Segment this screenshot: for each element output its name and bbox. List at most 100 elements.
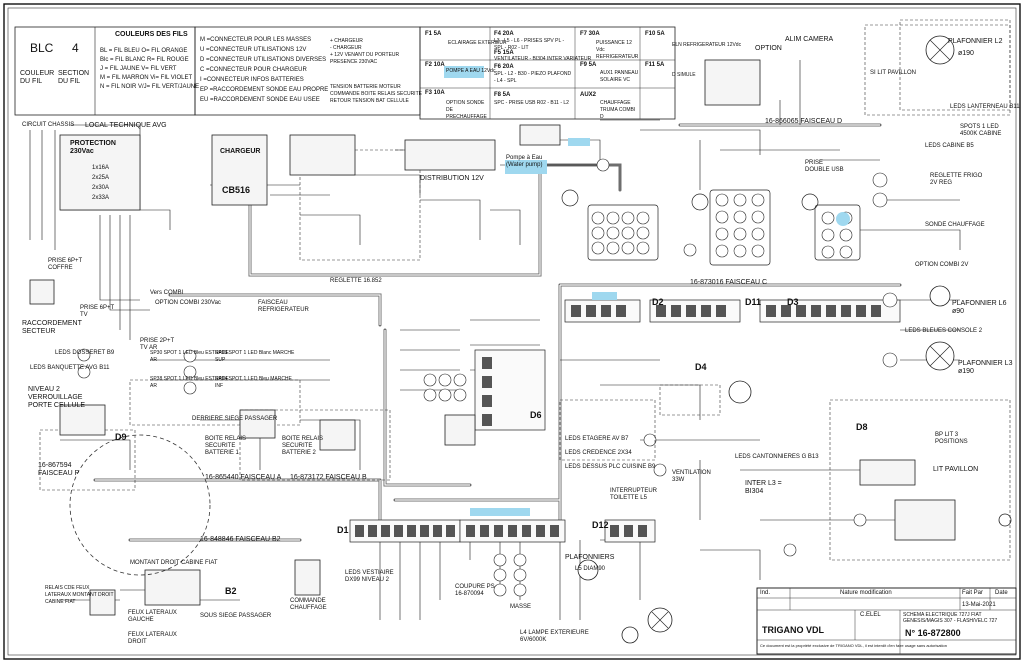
d6-label: D6: [530, 410, 542, 420]
faisceau-d-label: 16-866065 FAISCEAU D: [765, 118, 843, 125]
raccordement-label: RACCORDEMENT SECTEUR: [22, 320, 82, 335]
legend-connector-row: EP =RACCORDEMENT SONDE EAU PROPRE: [200, 87, 329, 93]
spots-leds-label: SPOTS 1 LED 4500K CABINE: [960, 124, 1002, 137]
highlight-blc-wire: [568, 138, 590, 146]
plafonnier-l3-label: PLAFONNIER L3 ø190: [958, 360, 1013, 375]
distribution-label: DISTRIBUTION 12V: [420, 175, 484, 182]
sous-siege-label: SOUS SIEGE PASSAGER: [200, 613, 272, 619]
fuse-label: AUX1 PANNEAU SOLAIRE VC: [600, 70, 639, 83]
legend-colour-row: Blc = FIL BLANC R= FIL ROUGE: [100, 57, 189, 63]
highlight-bl-wires: [592, 292, 617, 300]
title-code: C.ELEL: [860, 612, 881, 618]
d4-label: D4: [695, 362, 707, 372]
leds-cabine-label: LEDS CABINE B5: [925, 143, 974, 149]
fuse-id: F9 5A: [580, 62, 597, 68]
leds-banquette-label: LEDS BANQUETTE AVG B11: [30, 365, 110, 371]
legend-connector-row: M =CONNECTEUR POUR LES MASSES: [200, 37, 312, 43]
sonde-chauffage-label: SONDE CHAUFFAGE: [925, 222, 985, 228]
faisceau-b2-label: 16-848846 FAISCEAU B2: [200, 536, 281, 543]
boite-relais-2-label: BOITE RELAIS SECURITE BATTERIE 2: [282, 436, 324, 456]
legend-key-section: 4: [72, 41, 79, 55]
title-date: 13-Mai-2021: [962, 602, 996, 608]
si-lit-pavillon-label: SI LIT PAVILLON: [870, 70, 917, 76]
breaker-rating: 2x33A: [92, 195, 110, 201]
commande-chauffage-label: COMMANDE CHAUFFAGE: [290, 598, 327, 611]
legend-key-colour-caption: COULEUR DU FIL: [20, 70, 55, 85]
circuit-chassis-label: CIRCUIT CHASSIS: [22, 122, 75, 128]
d12-label: D12: [592, 520, 609, 530]
fuse-id: F8 5A: [494, 92, 511, 98]
derriere-siege-label: DERRIERE SIEGE PASSAGER: [192, 416, 278, 422]
prise-tv-label: PRISE 6P+T TV: [80, 305, 115, 318]
faisceau-b-label: 16-873172 FAISCEAU B: [290, 474, 367, 481]
option-combi2-label: OPTION COMBI 2V: [915, 262, 969, 268]
highlight-water-pump: [505, 160, 547, 174]
fuse-id: F4 20A: [494, 31, 514, 37]
boite-relais-1-label: BOITE RELAIS SECURITE BATTERIE 1: [205, 436, 247, 456]
niveau2-verrou-label: NIVEAU 2 VERROUILLAGE PORTE CELLULE: [28, 386, 86, 409]
leds-dessus-label: LEDS DESSUS PLC CUISINE B9: [565, 464, 656, 470]
protection-label: PROTECTION 230Vac: [70, 140, 116, 155]
water-pump-label: Pompe à Eau (Water pump): [506, 155, 543, 168]
fuse-label: D SIMULE: [672, 72, 696, 78]
fuse-label: CHAUFFAGE TRUMA COMBI D: [600, 100, 636, 120]
fuse-label: OPTION SONDE DE PRECHAUFFAGE: [446, 100, 487, 120]
fuse-label: L3 - L5 - L6 - PRISES SPV PL - SPL - R02…: [494, 38, 565, 51]
highlight-d-pin: [836, 212, 850, 226]
chargeur-label: CHARGEUR: [220, 148, 261, 155]
fuse-label: PUISSANCE 12 Vdc REFRIGERATEUR: [596, 40, 639, 60]
fuse-label: POMPE A EAU 12Vdc: [446, 68, 496, 74]
title-nature: Nature modification: [840, 590, 892, 596]
leds-dosseret-label: LEDS DOSSERET B9: [55, 350, 115, 356]
title-copyright: Ce document est la propriété exclusive d…: [760, 643, 948, 648]
lit-pavillon-label: LIT PAVILLON: [933, 466, 979, 473]
l5-label: L5 DIAM90: [575, 566, 606, 572]
leds-vestiaire-label: LEDS VESTIAIRE DX99 NIVEAU 2: [345, 570, 394, 583]
highlight-d1-wires: [470, 508, 530, 516]
leds-cantonniere-label: LEDS CANTONNIERES G B13: [735, 454, 819, 460]
d3-label: D3: [787, 297, 799, 307]
legend-colour-row: BL = FIL BLEU O= FIL ORANGE: [100, 48, 188, 54]
vers-combi-label: Vers COMBI: [150, 290, 184, 296]
legend-key-section-caption: SECTION DU FIL: [58, 70, 90, 85]
relais-label: RELAIS CDE FEUX LATERAUX MONTANT DROIT C…: [45, 585, 114, 605]
info-pin: TENSION BATTERIE MOTEUR: [330, 84, 401, 90]
reglette-label: REGLETTE 16.852: [330, 278, 382, 284]
coupure-label: COUPURE PS 16-870094: [455, 584, 495, 597]
plafonnier-l6-label: PLAFONNIER L6 ø90: [952, 300, 1007, 315]
b2-label: B2: [225, 586, 237, 596]
leds-lanterneau-label: LEDS LANTERNEAU B11: [950, 104, 1020, 110]
fuse-id: F10 5A: [645, 31, 665, 37]
plafonnier-l2-label: PLAFONNIER L2: [948, 38, 1003, 45]
charger-pin: + CHARGEUR: [330, 38, 363, 44]
title-fait-par: Fait Par: [962, 590, 984, 596]
legend-connector-row: D =CONNECTEUR UTILISATIONS DIVERSES: [200, 57, 327, 63]
fuse-label: ELN REFRIGERATEUR 12Vdc: [672, 42, 742, 48]
fuse-id: AUX2: [580, 92, 597, 98]
spot4-label: SP38 SPOT 1 LED Bleu ESTRADE AR: [150, 376, 229, 389]
breaker-rating: 1x16A: [92, 165, 110, 171]
legend-connector-row: EU =RACCORDEMENT SONDE EAU USEE: [200, 97, 320, 103]
spot2-label: SP93 SPOT 1 LED Blanc MARCHE SUP: [215, 350, 295, 363]
spot3-label: SP94 SPOT 1 LED Bleu MARCHE INF: [215, 376, 292, 389]
fuse-label: SPL - L2 - B30 - PIEZO PLAFOND - L4 - SP…: [494, 71, 572, 84]
leds-bleues-label: LEDS BLEUES CONSOLE 2: [905, 328, 983, 334]
masse-label: MASSE: [510, 604, 532, 610]
option-combi-label: OPTION COMBI 230Vac: [155, 300, 221, 306]
feux-droit-label: FEUX LATERAUX DROIT: [128, 632, 177, 645]
local-technique-label: LOCAL TECHNIQUE AVG: [85, 122, 167, 129]
spot1-label: SP30 SPOT 1 LED Bleu ESTRADE AR: [150, 350, 229, 363]
cb516-label: CB516: [222, 185, 251, 195]
charger-pin: + 12V VENANT DU PORTEUR: [330, 52, 400, 58]
d11-label: D11: [745, 297, 762, 307]
reglette-frigo-label: REGLETTE FRIGO 2V REG: [930, 173, 983, 186]
bp-lit-label: BP LIT 3 POSITIONS: [935, 432, 968, 445]
fuse-id: F7 30A: [580, 31, 600, 37]
legend-key-code: BLC: [30, 41, 54, 55]
legend-colour-row: J = FIL JAUNE V= FIL VERT: [100, 66, 177, 72]
fuse-label: VENTILATEUR - BI304 INTER VARIATEUR: [494, 56, 592, 62]
highlight-pompe: [444, 66, 484, 78]
title-designation: SCHEMA ELECTRIQUE 727J FIAT GENESIS/MAGI…: [903, 612, 998, 624]
leds-etagere-label: LEDS ETAGERE AV B7: [565, 436, 629, 442]
